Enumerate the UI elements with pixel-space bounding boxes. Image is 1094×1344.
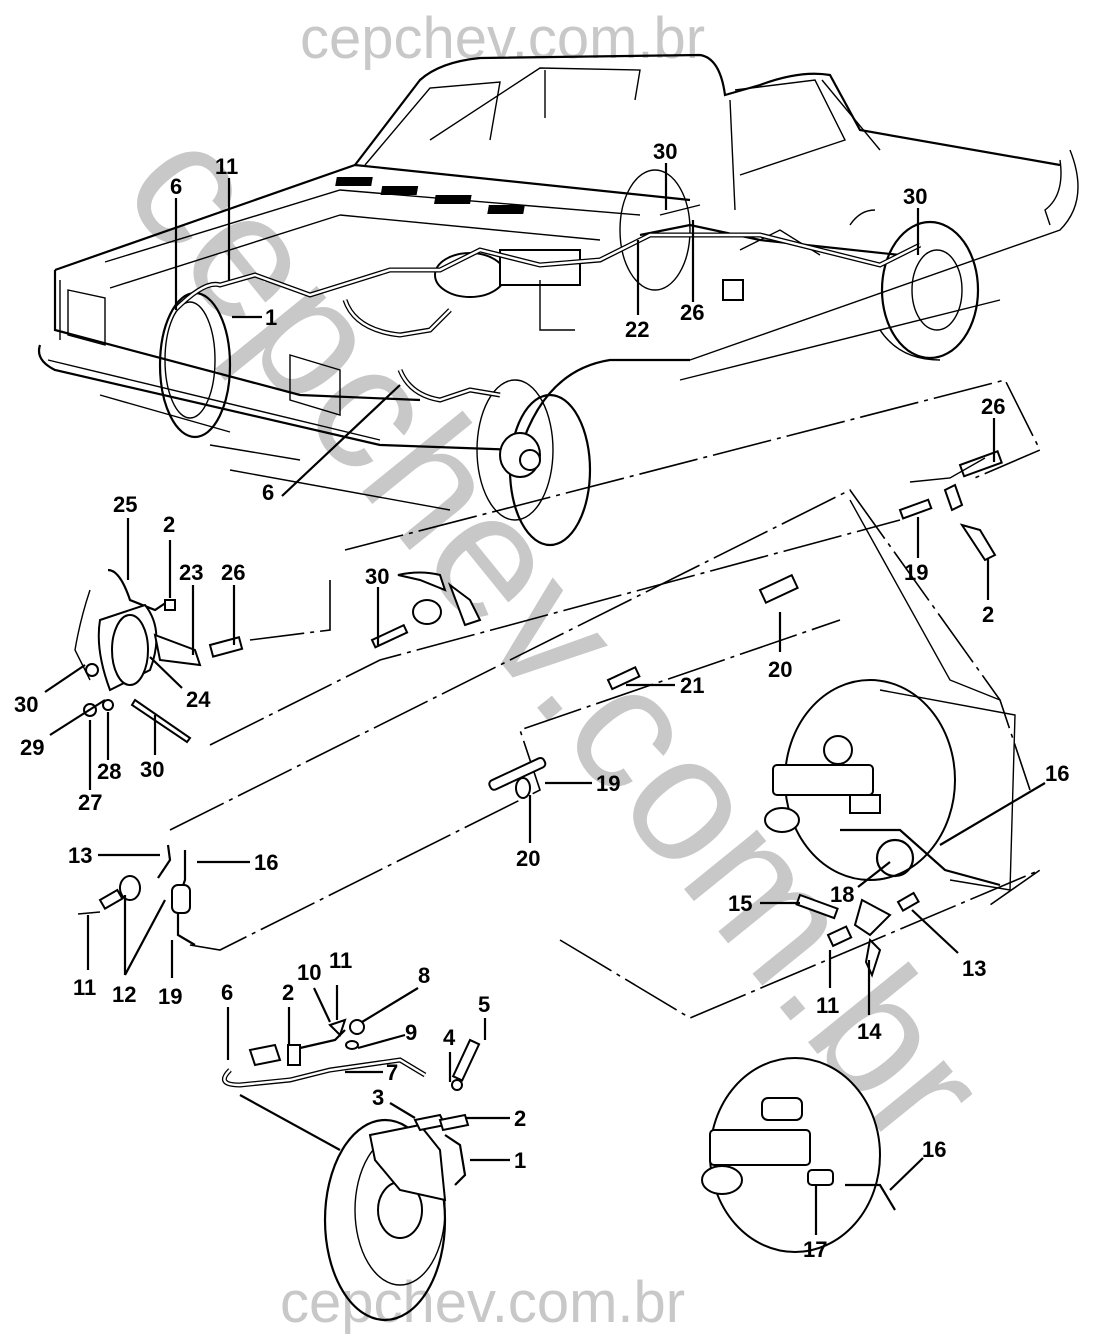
callout-6: 6 <box>221 980 233 1005</box>
callout-11: 11 <box>215 154 238 179</box>
callout-17: 17 <box>803 1237 827 1262</box>
callout-13: 13 <box>68 843 92 868</box>
callout-19: 19 <box>904 560 928 585</box>
callout-30: 30 <box>653 139 677 164</box>
callout-1: 1 <box>265 305 277 330</box>
callout-30: 30 <box>140 757 164 782</box>
callout-27: 27 <box>78 790 102 815</box>
callout-18: 18 <box>830 882 854 907</box>
callout-20: 20 <box>516 846 540 871</box>
callout-24: 24 <box>186 687 211 712</box>
callout-19: 19 <box>596 771 620 796</box>
callout-2: 2 <box>163 512 175 537</box>
proportioning-valve-detail <box>77 844 196 946</box>
assembly-guide-lines <box>169 379 1042 1019</box>
rear-drum-detail <box>74 568 244 744</box>
callout-7: 7 <box>386 1060 398 1085</box>
callout-26: 26 <box>221 560 245 585</box>
callout-26: 26 <box>981 394 1005 419</box>
callout-10: 10 <box>297 960 321 985</box>
callout-21: 21 <box>680 673 704 698</box>
callout-11: 11 <box>73 975 96 1000</box>
front-caliper-detail <box>221 1018 481 1322</box>
callout-30: 30 <box>365 564 389 589</box>
callout-labels: 11 6 1 30 22 26 30 6 26 19 2 20 21 25 2 … <box>14 139 1069 1262</box>
callout-6: 6 <box>262 480 274 505</box>
callout-26: 26 <box>680 300 704 325</box>
callout-23: 23 <box>179 560 203 585</box>
rear-right-hose-detail <box>370 450 1003 799</box>
callout-16: 16 <box>922 1137 946 1162</box>
master-cylinder-detail <box>764 679 1016 978</box>
callout-5: 5 <box>478 992 490 1017</box>
callout-30: 30 <box>903 184 927 209</box>
callout-2: 2 <box>282 980 294 1005</box>
callout-16: 16 <box>254 850 278 875</box>
watermark-top: cepchev.com.br <box>300 6 705 71</box>
callout-1: 1 <box>514 1148 526 1173</box>
callout-9: 9 <box>405 1020 417 1045</box>
callout-4: 4 <box>443 1025 456 1050</box>
callout-11: 11 <box>816 993 839 1018</box>
callout-2: 2 <box>982 602 994 627</box>
car-body-drawing <box>37 53 1079 547</box>
callout-19: 19 <box>158 984 182 1009</box>
callout-8: 8 <box>418 963 430 988</box>
callout-15: 15 <box>728 891 752 916</box>
callout-25: 25 <box>113 492 137 517</box>
callout-6: 6 <box>170 174 182 199</box>
leader-lines <box>44 163 1046 1235</box>
callout-11: 11 <box>329 948 352 973</box>
callout-16: 16 <box>1045 761 1069 786</box>
callout-13: 13 <box>962 956 986 981</box>
callout-28: 28 <box>97 759 121 784</box>
callout-3: 3 <box>372 1085 384 1110</box>
callout-30: 30 <box>14 692 38 717</box>
callout-12: 12 <box>112 982 136 1007</box>
callout-22: 22 <box>625 317 649 342</box>
watermark-bottom: cepchev.com.br <box>280 1270 685 1335</box>
callout-2: 2 <box>514 1106 526 1131</box>
callout-29: 29 <box>20 735 44 760</box>
callout-20: 20 <box>768 657 792 682</box>
callout-14: 14 <box>857 1019 882 1044</box>
master-cylinder-alt-detail <box>701 1057 896 1253</box>
